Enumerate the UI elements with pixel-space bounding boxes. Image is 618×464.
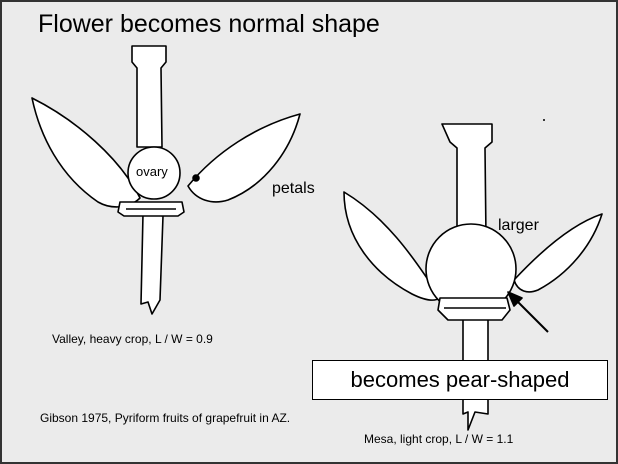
left-flower-petal-left: [32, 98, 140, 207]
right-flower-style: [442, 124, 492, 238]
left-flower: [32, 46, 300, 314]
ovary-label: ovary: [136, 164, 168, 179]
larger-label: larger: [498, 217, 539, 235]
right-flower-petal-left: [344, 192, 440, 300]
right-flower-caption: Mesa, light crop, L / W = 1.1: [364, 432, 513, 446]
left-flower-stem: [141, 214, 163, 314]
petals-label: petals: [272, 180, 315, 198]
slide-title: Flower becomes normal shape: [38, 10, 380, 39]
citation-text: Gibson 1975, Pyriform fruits of grapefru…: [40, 411, 290, 425]
pear-shaped-callout: becomes pear-shaped: [312, 360, 608, 400]
right-flower-disk: [438, 298, 510, 320]
left-flower-style: [132, 46, 166, 147]
arrow-icon: [508, 292, 548, 332]
left-flower-caption: Valley, heavy crop, L / W = 0.9: [52, 332, 213, 346]
